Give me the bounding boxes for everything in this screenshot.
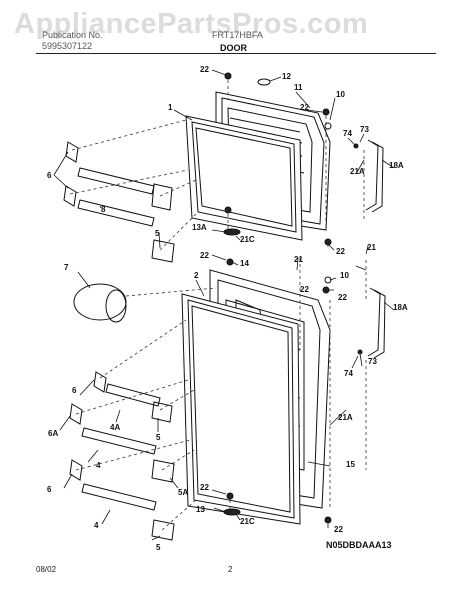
callout-4: 4 <box>96 461 101 470</box>
callout-4: 4 <box>94 521 99 530</box>
callout-4a: 4A <box>110 423 120 432</box>
callout-1: 1 <box>168 103 173 112</box>
callout-12: 12 <box>282 72 291 81</box>
screw-73-lower <box>357 349 363 355</box>
publication-label: Publication No. <box>42 30 103 40</box>
footer-page-number: 2 <box>228 565 233 574</box>
screw-22-mid <box>224 206 232 214</box>
freezer-door-rails <box>63 141 175 263</box>
callout-7: 7 <box>64 263 69 272</box>
butter-compartment <box>73 283 127 323</box>
callout-73: 73 <box>368 357 377 366</box>
hinge-13a <box>223 228 241 236</box>
callout-74: 74 <box>343 129 352 138</box>
callout-22: 22 <box>200 251 209 260</box>
callout-22: 22 <box>300 103 309 112</box>
freezer-door-gasket <box>185 115 303 241</box>
footer-date: 08/02 <box>36 565 57 574</box>
callout-5: 5 <box>156 543 161 552</box>
callout-5: 5 <box>155 229 160 238</box>
fresh-food-handle <box>367 287 386 359</box>
callout-73: 73 <box>360 125 369 134</box>
callout-8: 8 <box>101 205 106 214</box>
watermark: AppliancePartsPros.com <box>14 8 369 40</box>
screw-22-top <box>224 72 232 80</box>
callout-10: 10 <box>340 271 349 280</box>
screw-22-upper <box>322 108 330 116</box>
callout-14: 14 <box>240 259 249 268</box>
callout-6: 6 <box>47 171 52 180</box>
callout-21a: 21A <box>338 413 353 422</box>
callout-22: 22 <box>300 285 309 294</box>
callout-21c: 21C <box>240 517 255 526</box>
washer-10-upper <box>324 122 332 130</box>
section-title: DOOR <box>220 43 247 53</box>
callout-2: 2 <box>194 271 199 280</box>
callout-22: 22 <box>200 65 209 74</box>
diagram-code: N05DBDAAA13 <box>326 540 392 550</box>
callout-21a: 21A <box>350 167 365 176</box>
callout-22: 22 <box>200 483 209 492</box>
callout-21: 21 <box>367 243 376 252</box>
callout-13a: 13A <box>192 223 207 232</box>
callout-22: 22 <box>336 247 345 256</box>
screw-22-bottom-right <box>324 516 332 524</box>
callout-6: 6 <box>47 485 52 494</box>
callout-6: 6 <box>72 386 77 395</box>
callout-10: 10 <box>336 90 345 99</box>
publication-number: 5995307122 <box>42 41 93 51</box>
callout-21c: 21C <box>240 235 255 244</box>
fresh-food-door-rails <box>69 371 175 541</box>
callout-5a: 5A <box>178 488 188 497</box>
callout-13: 13 <box>196 505 205 514</box>
callout-22: 22 <box>334 525 343 534</box>
callout-15: 15 <box>346 460 355 469</box>
callout-18a: 18A <box>389 161 404 170</box>
callout-6a: 6A <box>48 429 58 438</box>
plug-12 <box>257 78 271 86</box>
hinge-13 <box>223 508 241 516</box>
callout-18a: 18A <box>393 303 408 312</box>
callout-21: 21 <box>294 255 303 264</box>
screw-22-lower-top <box>226 258 234 266</box>
model-number: FRT17HBFA <box>212 30 263 40</box>
callout-5: 5 <box>156 433 161 442</box>
screw-22-bottom <box>226 492 234 500</box>
header-rule <box>36 53 436 54</box>
freezer-handle <box>365 139 384 213</box>
callout-22: 22 <box>338 293 347 302</box>
fresh-food-door-gasket <box>181 293 301 525</box>
callout-74: 74 <box>344 369 353 378</box>
callout-11: 11 <box>294 83 303 92</box>
